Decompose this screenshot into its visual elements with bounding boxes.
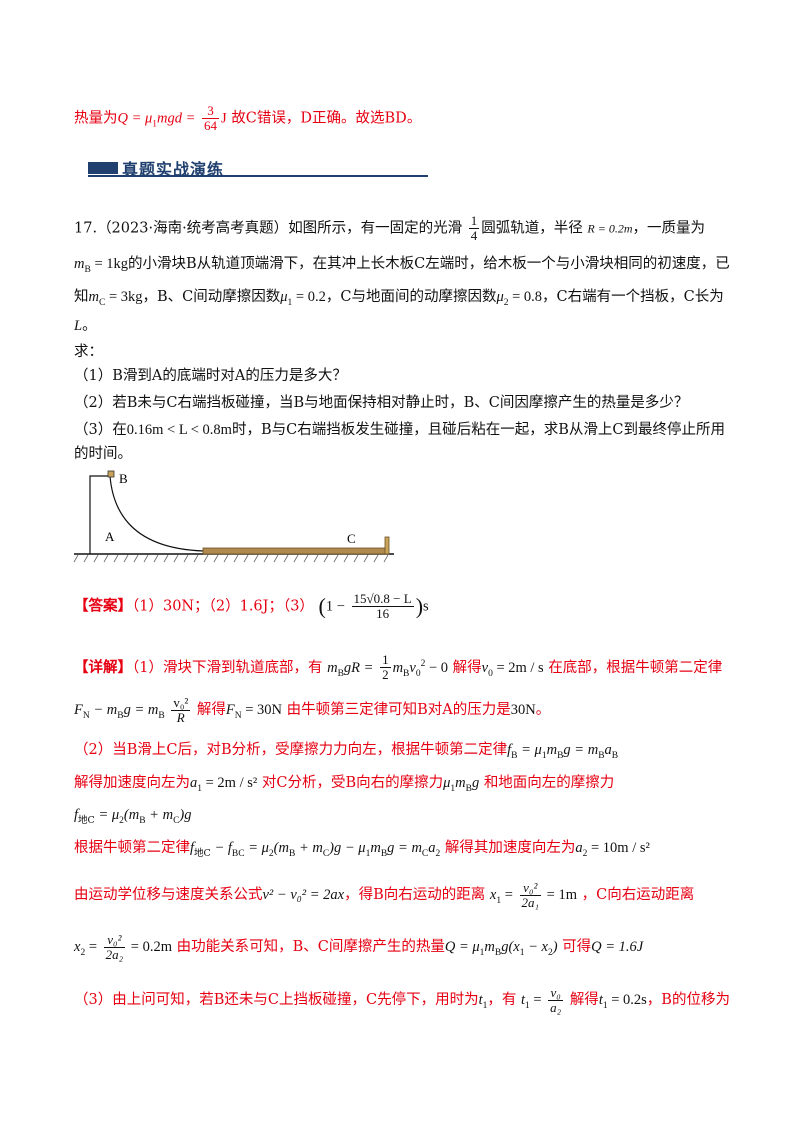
- math: Q = μ: [117, 110, 153, 127]
- detail-line-5: f地C = μ2(mB + mC)g: [74, 807, 192, 826]
- text: 故C错误，D正确。故选BD。: [231, 110, 422, 127]
- problem-line-4: L。: [74, 318, 97, 334]
- detail-line-6: 根据牛顿第二定律f地C − fBC = μ2(mB + mC)g − μ1mBg…: [74, 840, 650, 859]
- banner-bar: [88, 162, 118, 174]
- detail-line-4: 解得加速度向左为a1 = 2m / s² 对C分析，受B向右的摩擦力μ1mBg …: [74, 775, 615, 794]
- banner-underline: [88, 175, 428, 177]
- ground: [73, 553, 394, 563]
- detail-line-3: （2）当B滑上C后，对B分析，受摩擦力力向左，根据牛顿第二定律fB = μ1mB…: [74, 742, 619, 761]
- detail-line-7: 由运动学位移与速度关系公式v² − v₀² = 2ax，得B向右运动的距离 x1…: [74, 879, 695, 910]
- physics-figure: B A C: [73, 470, 394, 563]
- question-3-line-2: 的时间。: [74, 446, 132, 462]
- block-b: [107, 470, 115, 478]
- section-banner: 真题实战演练: [88, 156, 428, 180]
- unit: J: [221, 110, 227, 127]
- section-title: 真题实战演练: [122, 160, 225, 179]
- stopper-plate: [384, 536, 390, 555]
- text: 热量为: [74, 110, 118, 127]
- detail-line-9: （3）由上问可知，若B还未与C上挡板碰撞，C先停下，用时为t1，有 t1 = v…: [74, 984, 730, 1015]
- question-1: （1）B滑到A的底端时对A的压力是多大？: [74, 368, 347, 384]
- board-c: [202, 547, 389, 555]
- question-2: （2）若B未与C右端挡板碰撞，当B与地面保持相对静止时，B、C间因摩擦产生的热量…: [74, 395, 689, 411]
- problem-line-3: 知mC = 3kg，B、C间动摩擦因数μ1 = 0.2，C与地面间的动摩擦因数μ…: [74, 289, 724, 308]
- problem-line-2: mB = 1kg的小滑块B从轨道顶端滑下，在其冲上长木板C左端时，给木板一个与小…: [74, 256, 730, 275]
- label-a: A: [105, 529, 115, 544]
- math: mgd =: [157, 110, 196, 127]
- label-c: C: [347, 531, 356, 546]
- question-3-line-1: （3）在0.16m < L < 0.8m时，B与C右端挡板发生碰撞，且碰后粘在一…: [74, 422, 725, 438]
- ask-label: 求：: [74, 344, 103, 360]
- label-b: B: [119, 471, 128, 486]
